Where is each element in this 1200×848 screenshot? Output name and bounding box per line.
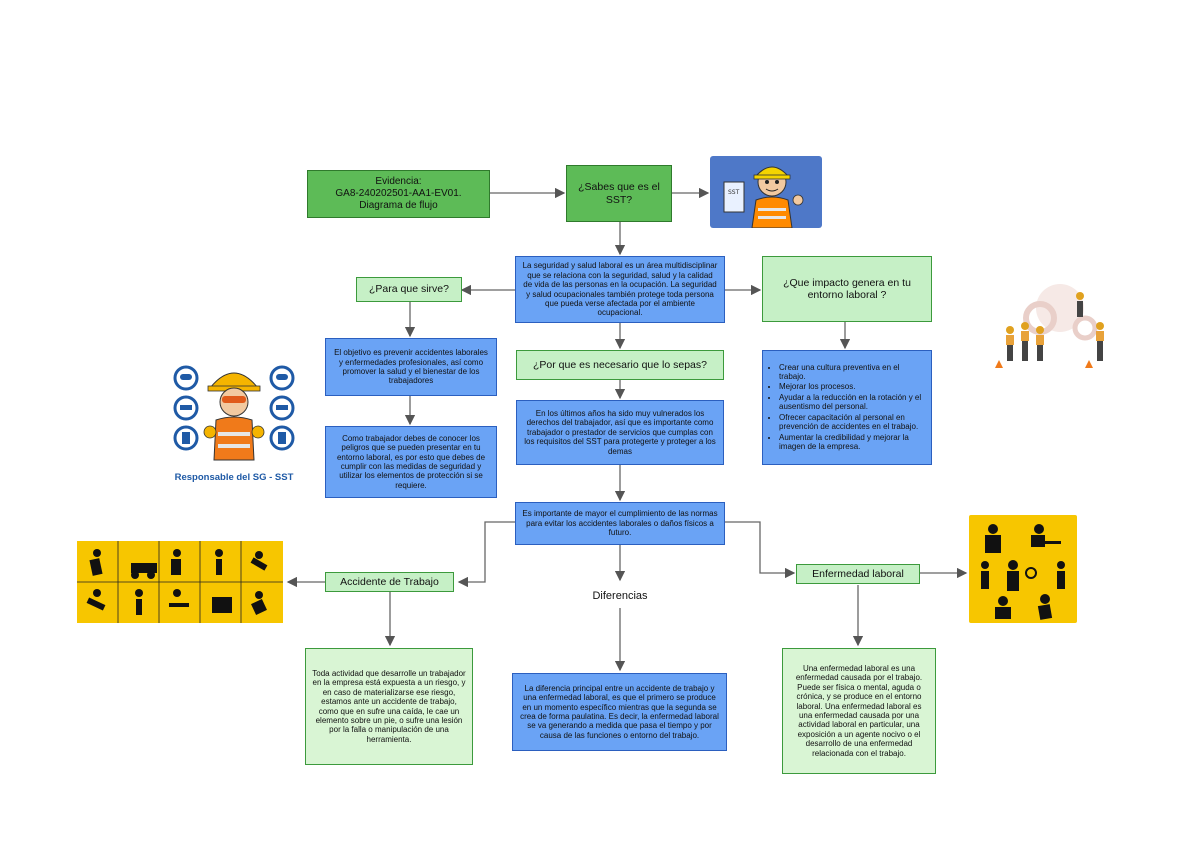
team-workers-icon	[990, 278, 1118, 374]
list-item: Ofrecer capacitación al personal en prev…	[779, 413, 925, 432]
accidente-def-box: Toda actividad que desarrolle un trabaja…	[305, 648, 473, 765]
list-item: Aumentar la credibilidad y mejorar la im…	[779, 433, 925, 452]
impacto-list: Crear una cultura preventiva en el traba…	[769, 363, 925, 453]
trabajador-box: Como trabajador debes de conocer los pel…	[325, 426, 497, 498]
responsable-label: Responsable del SG - SST	[174, 472, 294, 483]
para-que-box: ¿Para que sirve?	[356, 277, 462, 302]
impacto-box: ¿Que impacto genera en tu entorno labora…	[762, 256, 932, 322]
definition-box: La seguridad y salud laboral es un área …	[515, 256, 725, 323]
impacto-list-box: Crear una cultura preventiva en el traba…	[762, 350, 932, 465]
accident-pictograms-icon	[77, 541, 283, 623]
question-sst-box: ¿Sabes que es el SST?	[566, 165, 672, 222]
ppe-worker-icon: Responsable del SG - SST	[170, 360, 298, 488]
diferencias-label: Diferencias	[592, 590, 648, 602]
list-item: Mejorar los procesos.	[779, 382, 925, 391]
objetivo-box: El objetivo es prevenir accidentes labor…	[325, 338, 497, 396]
list-item: Crear una cultura preventiva en el traba…	[779, 363, 925, 382]
enfermedad-box: Enfermedad laboral	[796, 564, 920, 584]
evidence-box: Evidencia: GA8-240202501-AA1-EV01. Diagr…	[307, 170, 490, 218]
por-que-box: ¿Por que es necesario que lo sepas?	[516, 350, 724, 380]
illness-pictograms-icon	[969, 515, 1077, 623]
enfermedad-def-box: Una enfermedad laboral es una enfermedad…	[782, 648, 936, 774]
diferencia-def-box: La diferencia principal entre un acciden…	[512, 673, 727, 751]
importante-box: Es importante de mayor el cumplimiento d…	[515, 502, 725, 545]
engineer-cartoon-icon: SST	[710, 156, 822, 229]
svg-text:SST: SST	[728, 189, 740, 196]
accidente-box: Accidente de Trabajo	[325, 572, 454, 592]
list-item: Ayudar a la reducción en la rotación y e…	[779, 393, 925, 412]
ultimos-box: En los últimos años ha sido muy vulnerad…	[516, 400, 724, 465]
